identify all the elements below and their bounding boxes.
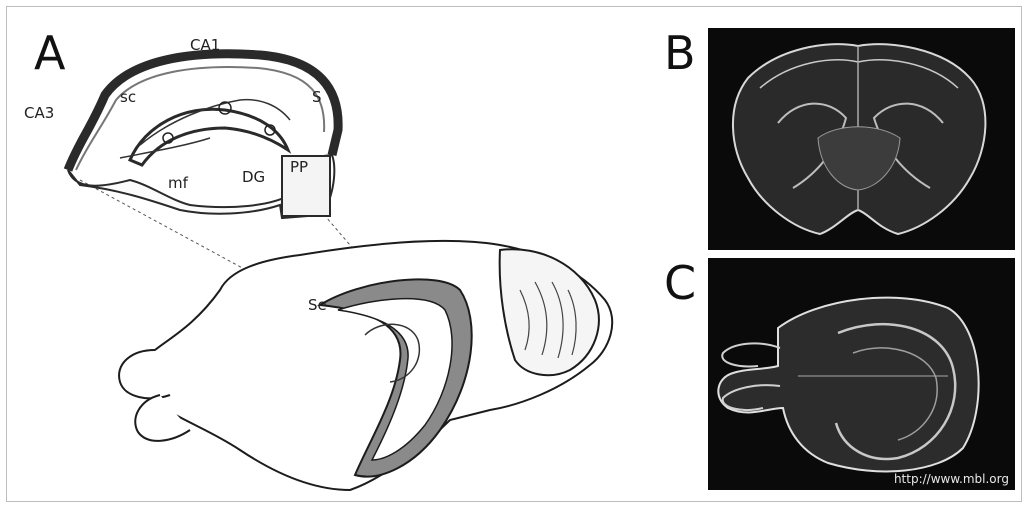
cerebellum	[500, 249, 599, 375]
label-sc: sc	[120, 88, 136, 106]
label-s: S	[312, 88, 322, 106]
hippocampus-slice: CA1 CA3 S DG PP mf sc	[24, 36, 338, 218]
rodent-brain: Se	[119, 241, 612, 490]
coronal-brain-section	[708, 28, 1015, 250]
panel-c-photo: http://www.mbl.org	[708, 258, 1015, 490]
label-se: Se	[308, 296, 327, 314]
mossy-fiber	[120, 138, 210, 158]
label-mf: mf	[168, 174, 189, 192]
label-pp: PP	[290, 158, 308, 176]
panel-c-letter: C	[664, 260, 696, 306]
panel-b-photo	[708, 28, 1015, 250]
label-dg: DG	[242, 168, 265, 186]
panel-b-letter: B	[664, 30, 696, 76]
label-ca1: CA1	[190, 36, 220, 54]
horizontal-brain-section	[708, 258, 1015, 490]
image-credit: http://www.mbl.org	[894, 472, 1009, 486]
horizontal-olfactory-top	[722, 343, 780, 366]
dentate-gyrus	[130, 109, 288, 165]
label-ca3: CA3	[24, 104, 54, 122]
panel-a-drawing: CA1 CA3 S DG PP mf sc Se	[20, 20, 650, 500]
